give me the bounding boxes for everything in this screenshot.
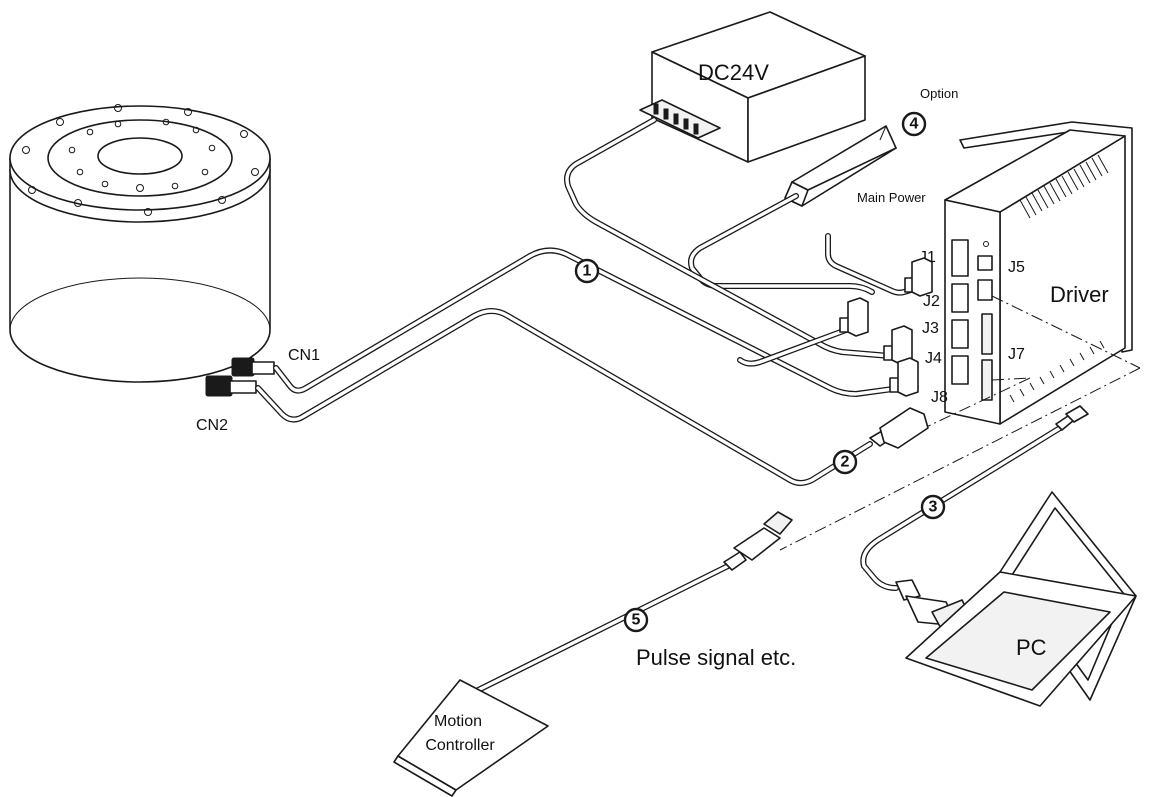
motion-controller-label-line1: Motion — [434, 713, 482, 730]
svg-text:5: 5 — [632, 612, 641, 629]
pc-laptop — [905, 491, 1137, 707]
motor-connector-cn2 — [205, 375, 257, 397]
plug-j8 — [869, 407, 929, 449]
cable-2-motor-cn2 — [255, 308, 873, 486]
plug-j3 — [883, 325, 913, 365]
driver-vent-bottom — [1009, 340, 1105, 403]
cable-dc24v — [564, 117, 893, 359]
j2-label: J2 — [923, 293, 940, 310]
badge-2: 2 — [832, 449, 858, 475]
driver-vent-top — [1019, 154, 1109, 219]
plug-j2 — [839, 297, 869, 337]
svg-text:1: 1 — [583, 263, 592, 280]
cable-main-power — [825, 233, 921, 296]
j7-label: J7 — [1008, 346, 1025, 363]
plug-3-driver — [1055, 405, 1089, 431]
cable-j2 — [737, 327, 849, 367]
badge-1: 1 — [574, 258, 600, 284]
j4-label: J4 — [925, 350, 942, 367]
cn1-label: CN1 — [288, 347, 320, 364]
plug-j1 — [904, 257, 933, 297]
motor-connector-cn1 — [231, 357, 275, 377]
plug-5-controller — [723, 511, 793, 571]
j8-label: J8 — [931, 389, 948, 406]
j3-label: J3 — [922, 320, 939, 337]
option-label: Option — [920, 86, 958, 101]
main-power-label: Main Power — [857, 190, 926, 205]
svg-text:4: 4 — [910, 116, 919, 133]
svg-text:2: 2 — [841, 454, 850, 471]
svg-text:3: 3 — [929, 499, 938, 516]
pulse-signal-label: Pulse signal etc. — [636, 645, 796, 670]
pc-label: PC — [1016, 635, 1047, 660]
dc24v-power-supply — [639, 11, 866, 163]
motor-actuator — [9, 104, 275, 397]
plug-j4 — [889, 357, 919, 397]
driver-unit — [944, 121, 1133, 425]
badge-5: 5 — [623, 607, 649, 633]
motion-controller-label-line2: Controller — [425, 737, 495, 754]
badge-4: 4 — [901, 111, 927, 137]
cable-5-motion-controller — [443, 563, 731, 709]
option-noise-filter — [784, 125, 897, 207]
cable-3-driver-pc — [860, 425, 1063, 591]
motor-flange-holes — [22, 104, 259, 216]
dc24v-label: DC24V — [698, 60, 769, 85]
cn2-label: CN2 — [196, 417, 228, 434]
driver-front-ports — [951, 239, 993, 401]
motion-controller — [393, 679, 549, 797]
dc24v-terminal-block — [639, 99, 721, 139]
j5-label: J5 — [1008, 259, 1025, 276]
cable-1-motor-cn1 — [273, 247, 903, 397]
cable-option — [688, 193, 875, 295]
badge-3: 3 — [920, 494, 946, 520]
driver-label: Driver — [1050, 282, 1109, 307]
dashed-guide-lines — [779, 295, 1141, 551]
